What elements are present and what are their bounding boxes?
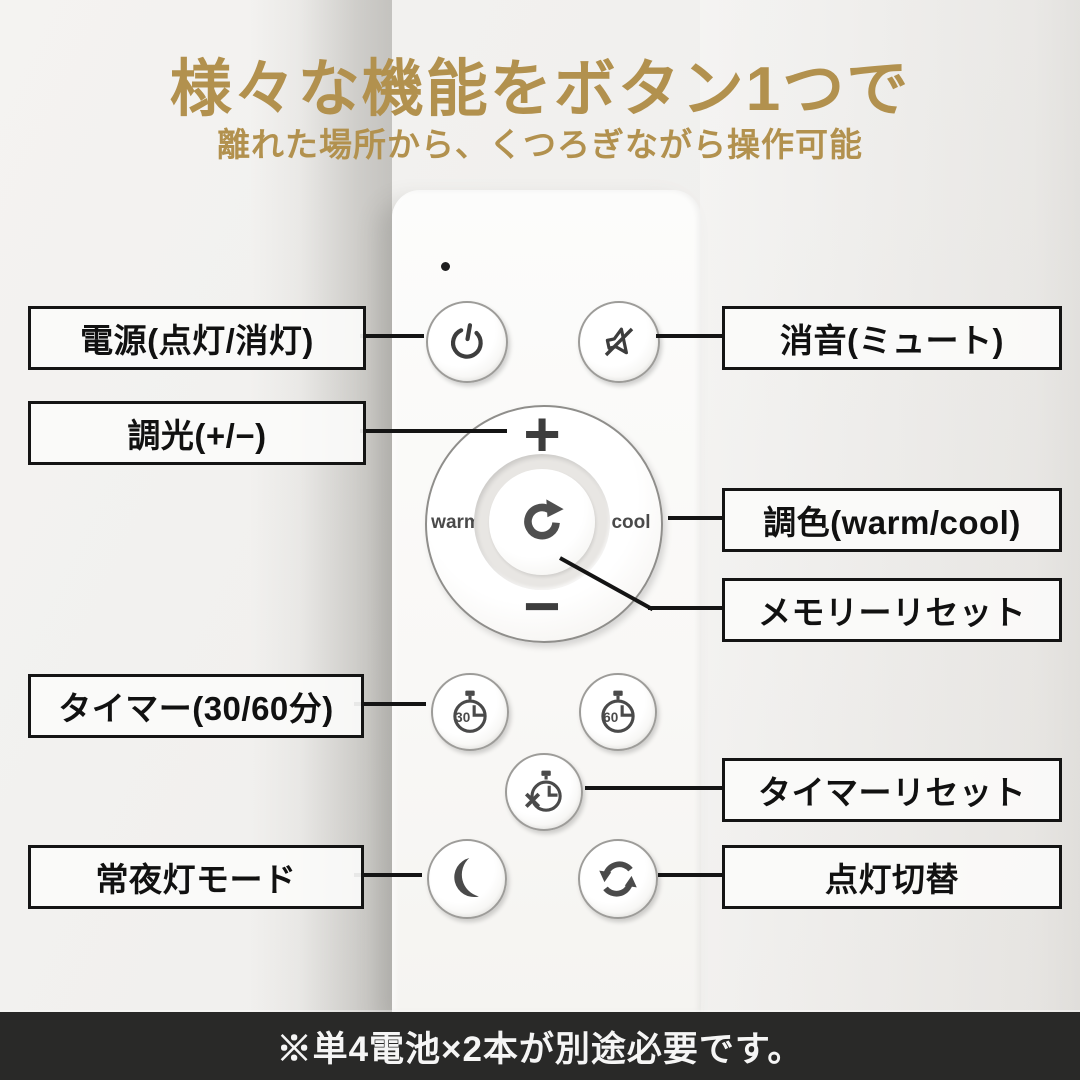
moon-icon [442,854,492,904]
timer-60-number: 60 [603,710,618,725]
callout-timer-reset-label: タイマーリセット [758,774,1026,811]
callout-timer-reset: タイマーリセット [722,758,1062,822]
mute-button[interactable] [578,301,660,383]
callout-memory-reset: メモリーリセット [722,578,1062,642]
stopwatch-60-icon: 60 [593,687,643,737]
callout-color-temp-label: 調色(warm/cool) [763,504,1021,541]
cool-label[interactable]: cool [611,512,651,533]
battery-note: ※単4電池×2本が別途必要です。 [276,1029,804,1069]
power-icon [443,318,491,366]
refresh-icon [516,494,568,551]
timer-30-number: 30 [455,710,470,725]
callout-night-light-label: 常夜灯モード [95,861,297,898]
light-switch-leader-line [658,873,722,877]
warm-label[interactable]: warm [431,512,481,533]
footer-bar: ※単4電池×2本が別途必要です。 [0,1012,1080,1080]
color-temp-leader-line [668,516,722,520]
callout-light-switch-label: 点灯切替 [825,861,959,898]
stopwatch-30-icon: 30 [445,687,495,737]
night-light-button[interactable] [427,839,507,919]
mute-leader-line [656,334,722,338]
power-leader-line [360,334,424,338]
callout-power: 電源(点灯/消灯) [28,306,366,370]
memory-reset-leader-line [648,606,722,610]
callout-mute-label: 消音(ミュート) [780,322,1004,359]
cycle-arrows-icon [593,854,643,904]
callout-light-switch: 点灯切替 [722,845,1062,909]
power-button[interactable] [426,301,508,383]
callout-night-light: 常夜灯モード [28,845,364,909]
callout-timer-label: タイマー(30/60分) [58,690,334,727]
timer-60-button[interactable]: 60 [579,673,657,751]
callout-dimming-label: 調光(+/−) [127,417,267,454]
callout-mute: 消音(ミュート) [722,306,1062,370]
night-light-leader-line [354,873,422,877]
callout-memory-reset-label: メモリーリセット [758,594,1026,631]
timer-leader-line [354,702,426,706]
timer-reset-button[interactable] [505,753,583,831]
page-title: 様々な機能をボタン1つで [169,55,911,124]
callout-timer: タイマー(30/60分) [28,674,364,738]
timer-30-button[interactable]: 30 [431,673,509,751]
callout-power-label: 電源(点灯/消灯) [80,322,314,359]
light-switch-button[interactable] [578,839,658,919]
callout-color-temp: 調色(warm/cool) [722,488,1062,552]
memory-reset-button[interactable] [489,469,595,575]
mute-icon [595,318,643,366]
callout-dimming: 調光(+/−) [28,401,366,465]
timer-reset-leader-line [585,786,722,790]
ir-led-dot [441,262,450,271]
dimming-leader-line [360,429,507,433]
page-subtitle: 離れた場所から、くつろぎながら操作可能 [217,126,863,163]
stopwatch-cancel-icon [519,767,569,817]
